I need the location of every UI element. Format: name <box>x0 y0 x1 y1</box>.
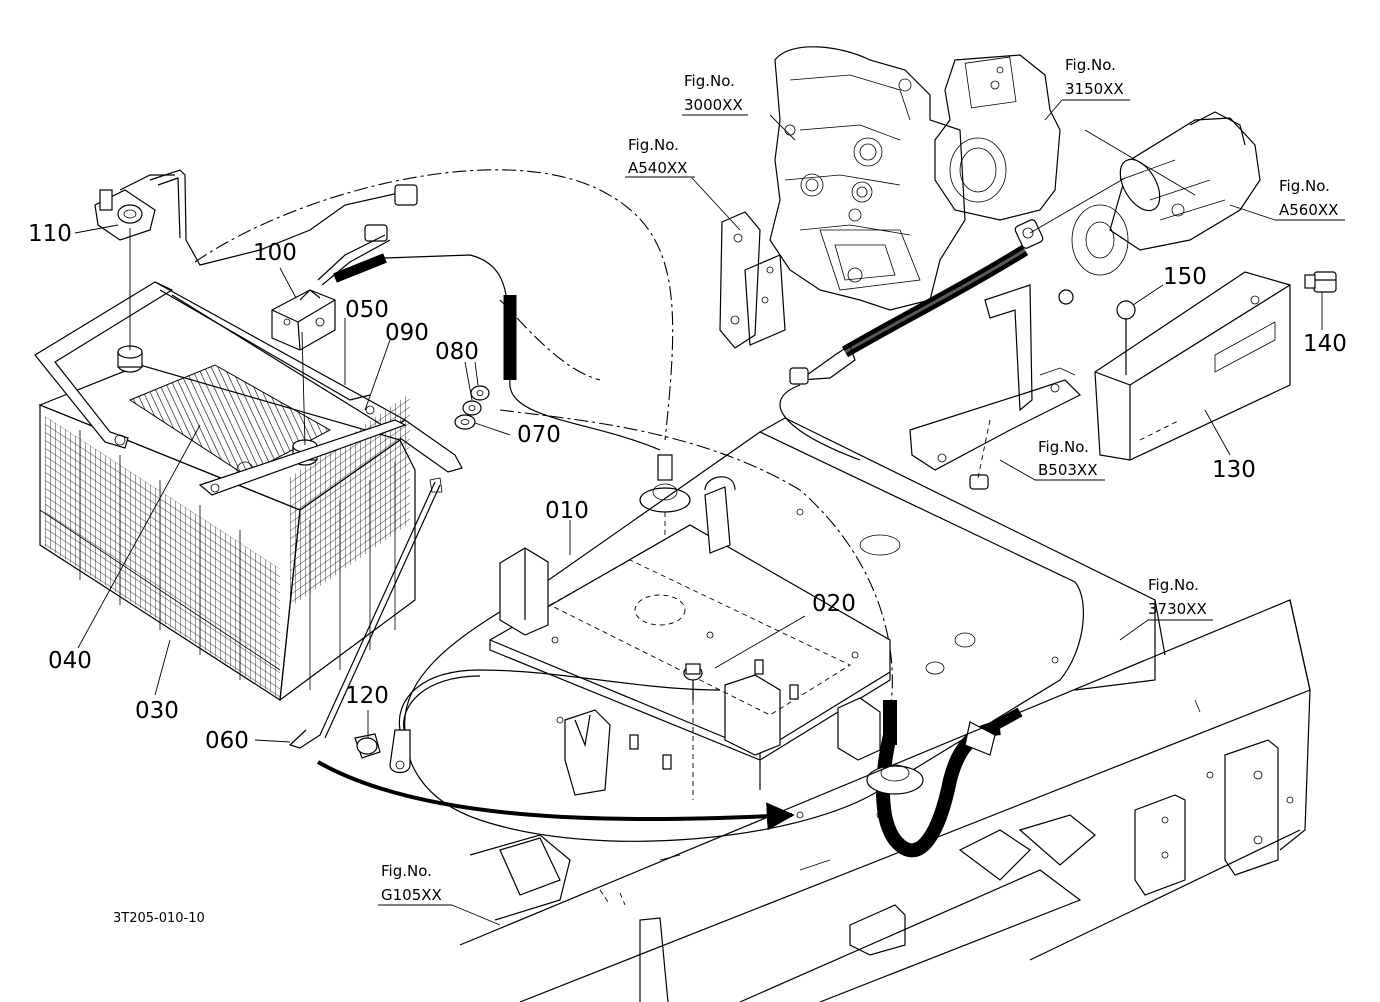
ground-cable <box>398 669 1023 858</box>
nut-080 <box>462 385 490 416</box>
terminal-110 <box>94 174 175 241</box>
battery-holder-050 <box>34 281 463 496</box>
svg-text:3000XX: 3000XX <box>684 96 743 114</box>
label-080: 080 <box>435 339 479 365</box>
engine-block <box>769 46 966 311</box>
svg-text:Fig.No.: Fig.No. <box>1038 438 1089 456</box>
label-100: 100 <box>253 240 297 266</box>
wire-harness <box>149 169 418 286</box>
grommet <box>639 454 691 540</box>
figref-3150: Fig.No. 3150XX <box>1065 56 1124 98</box>
label-140: 140 <box>1303 331 1347 357</box>
label-150: 150 <box>1163 264 1207 290</box>
bolt-020 <box>683 663 703 800</box>
drawing-code: 3T205-010-10 <box>113 911 205 926</box>
figref-b503: Fig.No. B503XX <box>1038 438 1097 479</box>
figref-a540: Fig.No. A540XX <box>628 136 687 177</box>
bolt-140 <box>1304 271 1337 293</box>
relay-100 <box>271 289 336 351</box>
figure-references: Fig.No. 3000XX Fig.No. 3150XX Fig.No. A5… <box>381 56 1338 904</box>
label-020: 020 <box>812 591 856 617</box>
starter-motor <box>1071 111 1261 276</box>
starter-cable <box>779 177 1126 461</box>
svg-text:Fig.No.: Fig.No. <box>628 136 679 154</box>
bracket-b503 <box>909 284 1082 490</box>
figref-g105: Fig.No. G105XX <box>381 862 442 904</box>
svg-text:A560XX: A560XX <box>1279 201 1338 219</box>
label-040: 040 <box>48 648 92 674</box>
floor-plate <box>404 417 1166 861</box>
label-050: 050 <box>345 297 389 323</box>
label-030: 030 <box>135 698 179 724</box>
leader-lines <box>74 99 1345 926</box>
svg-text:3150XX: 3150XX <box>1065 80 1124 98</box>
cable-sleeve <box>333 253 661 451</box>
svg-text:B503XX: B503XX <box>1038 461 1097 479</box>
svg-text:G105XX: G105XX <box>381 886 442 904</box>
figref-a560: Fig.No. A560XX <box>1279 177 1338 219</box>
part-labels: 110 100 050 090 080 070 010 020 040 030 … <box>28 221 1347 754</box>
bolt-150 <box>1116 300 1136 375</box>
flywheel-housing <box>934 54 1061 221</box>
svg-text:Fig.No.: Fig.No. <box>1148 576 1199 594</box>
figref-3000: Fig.No. 3000XX <box>684 72 743 114</box>
svg-text:Fig.No.: Fig.No. <box>381 862 432 880</box>
chassis-frame <box>459 599 1311 1002</box>
washer-070 <box>454 414 476 430</box>
label-110: 110 <box>28 221 72 247</box>
svg-text:Fig.No.: Fig.No. <box>1279 177 1330 195</box>
svg-text:A540XX: A540XX <box>628 159 687 177</box>
starter-cover-130 <box>1094 271 1291 461</box>
svg-text:Fig.No.: Fig.No. <box>1065 56 1116 74</box>
battery-tray-010 <box>489 476 891 796</box>
assembly-arrow <box>317 760 795 831</box>
figref-3730: Fig.No. 3730XX <box>1148 576 1207 618</box>
svg-text:3730XX: 3730XX <box>1148 600 1207 618</box>
ground-terminal-120 <box>354 729 411 774</box>
label-010: 010 <box>545 498 589 524</box>
svg-text:Fig.No.: Fig.No. <box>684 72 735 90</box>
battery-030 <box>38 345 416 702</box>
label-090: 090 <box>385 320 429 346</box>
label-060: 060 <box>205 728 249 754</box>
label-130: 130 <box>1212 457 1256 483</box>
rod-060 <box>288 477 443 749</box>
engine-bracket <box>719 211 786 349</box>
label-120: 120 <box>345 683 389 709</box>
label-070: 070 <box>517 422 561 448</box>
